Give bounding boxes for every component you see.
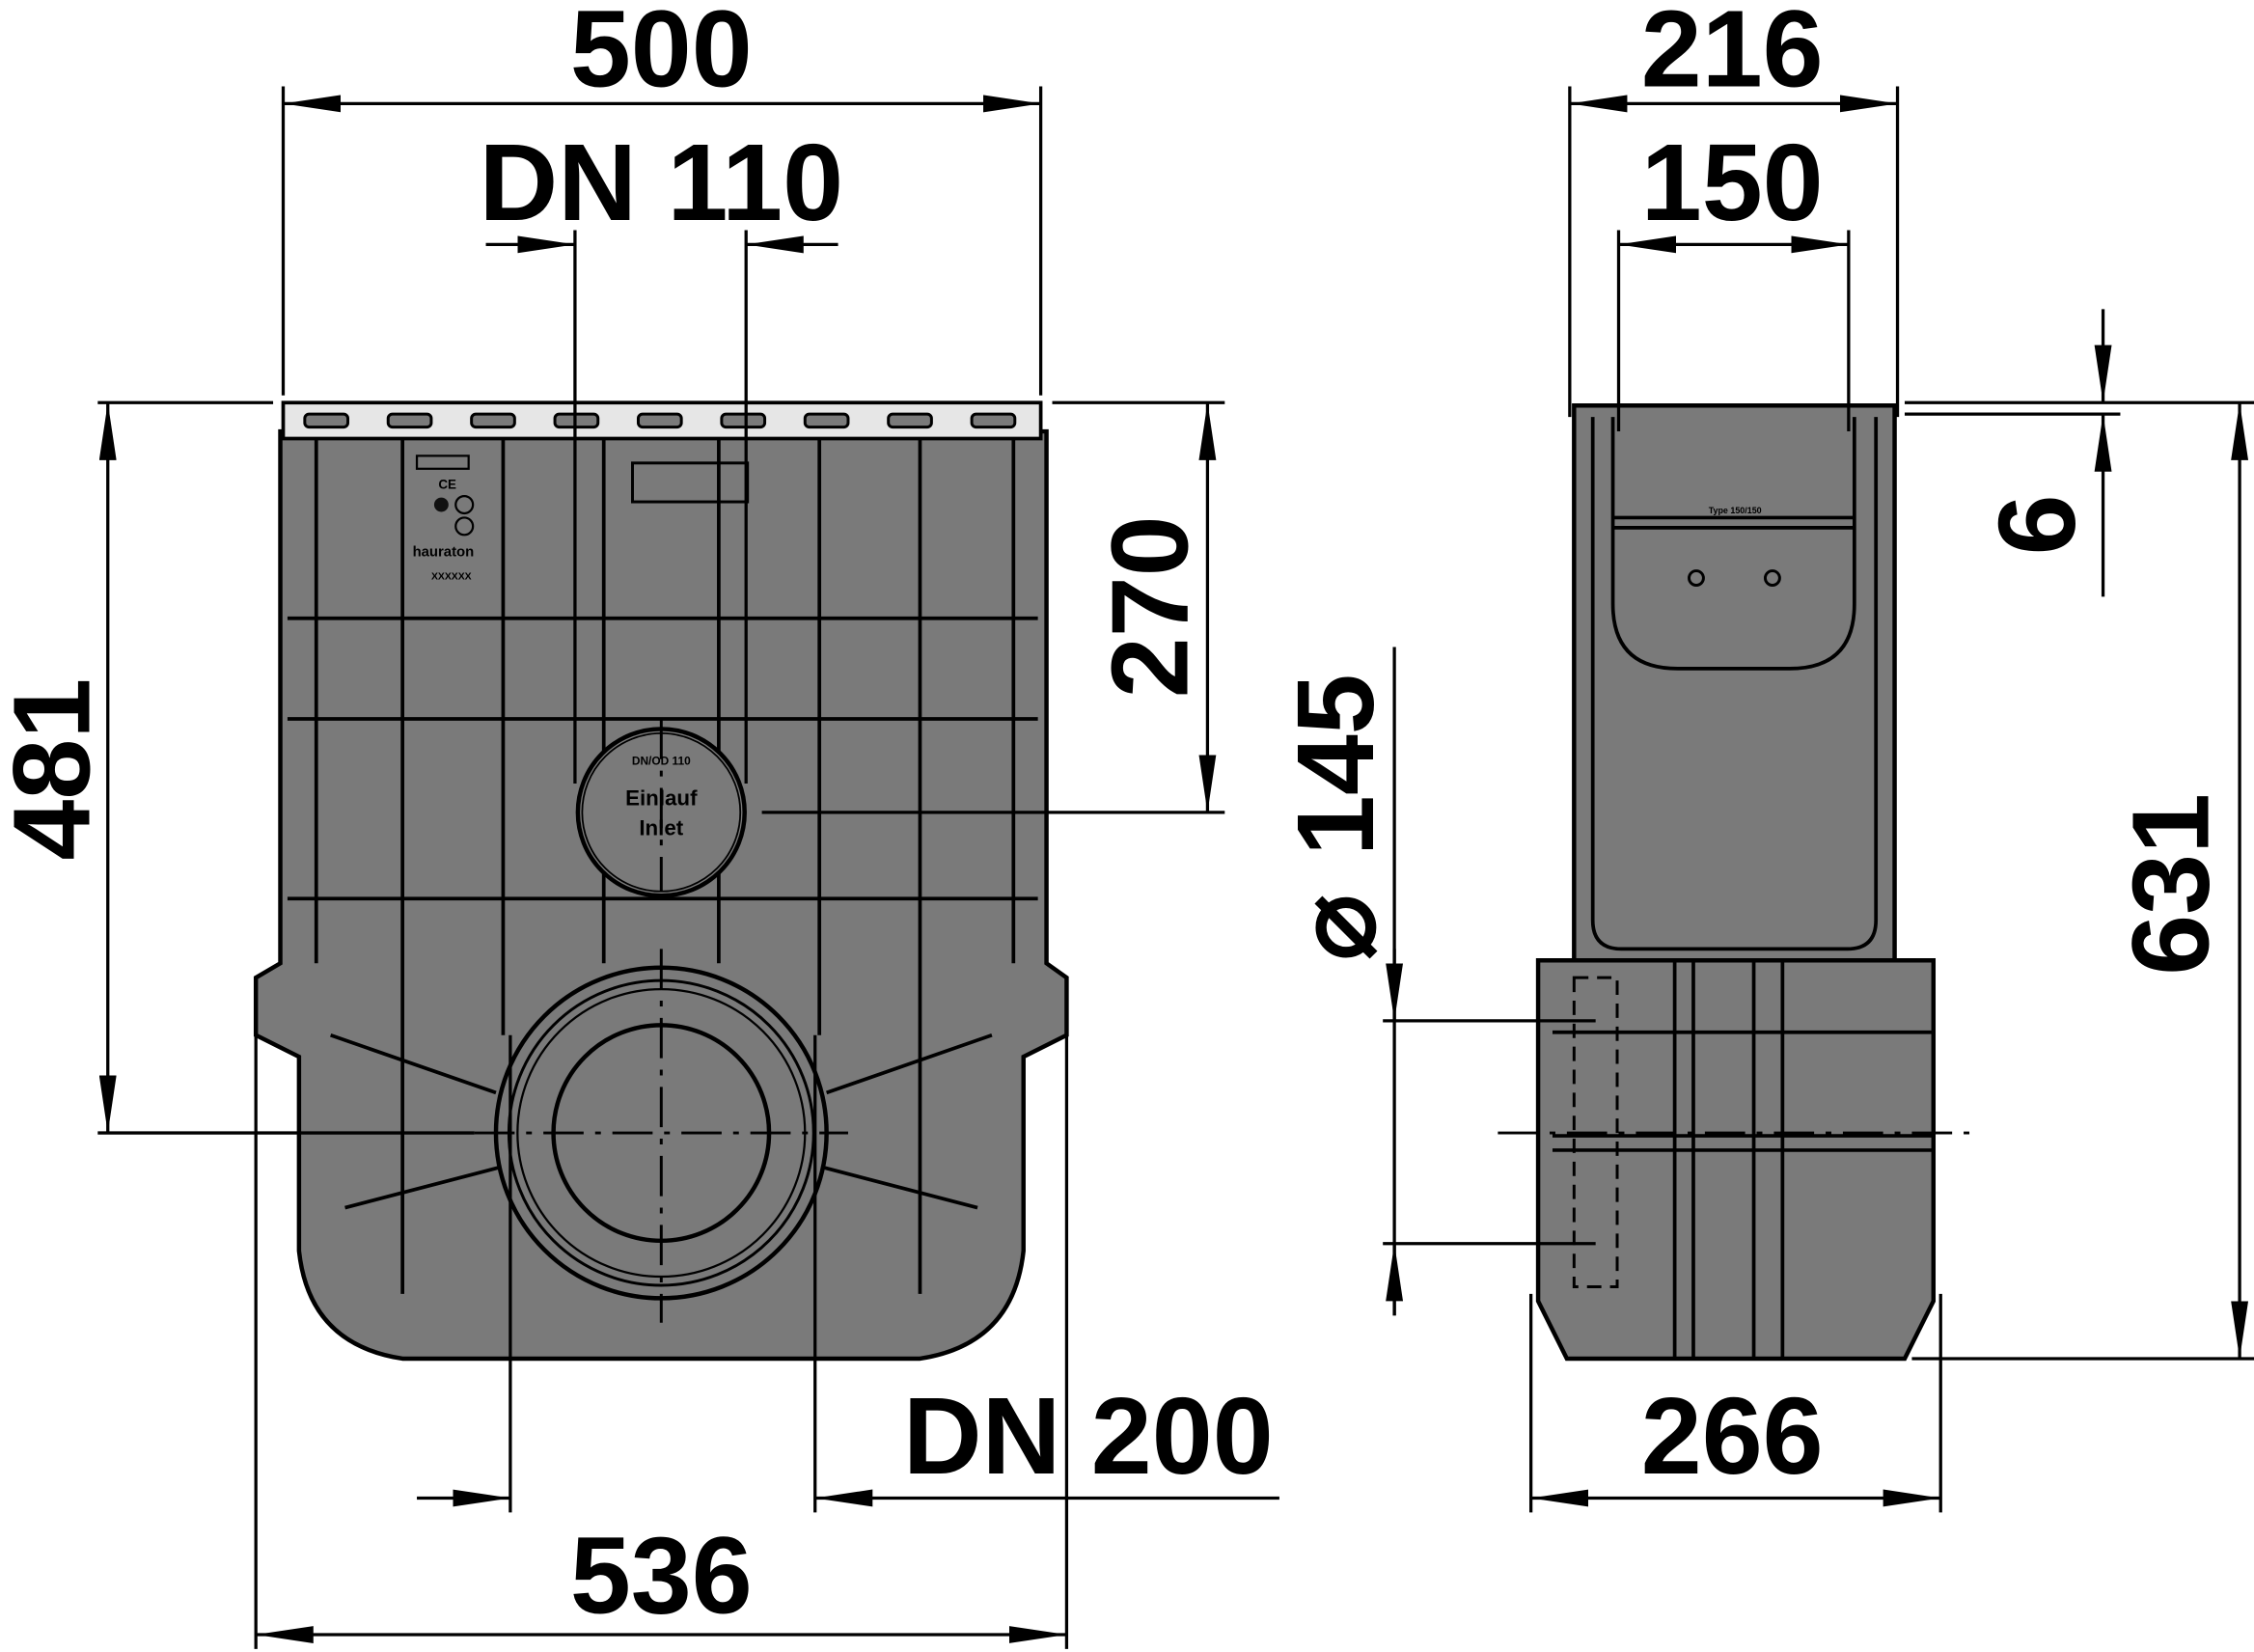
dim-width-150: 150	[1641, 122, 1824, 243]
dim-width-266: 266	[1641, 1375, 1824, 1497]
side-view: Type 150/150	[1498, 403, 1973, 1362]
outlet-hidden-lines	[1572, 976, 1619, 1288]
dim-width-216: 216	[1641, 0, 1824, 110]
dim-height-270: 270	[1089, 515, 1211, 698]
side-dimensions: 216 150 6 631 ⌀ 145 266	[1275, 0, 2254, 1513]
dim-height-481: 481	[0, 678, 112, 861]
logo-text: hauraton	[413, 545, 475, 561]
front-dimensions: 500 DN 110 481 270 DN 200 536	[0, 0, 1279, 1649]
product-label: CE hauraton XXXXXX	[413, 454, 475, 583]
inlet-size-label: DN/OD 110	[632, 755, 691, 768]
side-upper-body	[1572, 403, 1897, 963]
ce-mark: CE	[438, 478, 456, 492]
serial-number: XXXXXX	[431, 572, 472, 583]
dim-diameter-145: 145	[1275, 674, 1396, 856]
type-label: Type 150/150	[1709, 506, 1762, 515]
dim-width-500: 500	[570, 0, 753, 110]
dim-width-536: 536	[570, 1515, 753, 1637]
outlet-socket	[493, 965, 829, 1301]
side-lower-body	[1535, 958, 1937, 1362]
front-view: CE hauraton XXXXXX DN/OD 110 Einlauf Inl…	[253, 400, 1069, 1362]
dim-outlet-dn200: DN 200	[903, 1375, 1274, 1497]
dim-inlet-dn110: DN 110	[479, 122, 843, 243]
dim-height-631: 631	[2109, 793, 2231, 976]
grate-slots	[303, 412, 1017, 429]
front-ribs	[287, 438, 1038, 1294]
dim-grate-6: 6	[1976, 494, 2098, 555]
diameter-symbol: ⌀	[1275, 895, 1396, 960]
